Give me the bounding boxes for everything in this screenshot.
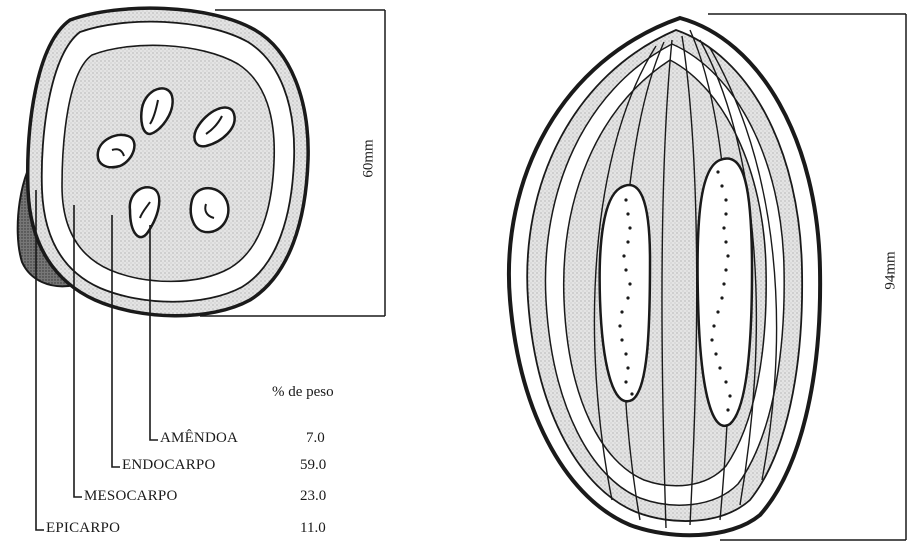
long-kernel-left — [600, 185, 650, 401]
value-endocarpo: 59.0 — [300, 457, 326, 474]
label-endocarpo: ENDOCARPO — [122, 457, 215, 474]
kernel — [191, 188, 229, 232]
cross-section — [18, 8, 385, 530]
value-epicarpo: 11.0 — [300, 520, 326, 537]
longitudinal-section — [509, 14, 906, 540]
label-epicarpo: EPICARPO — [46, 520, 120, 537]
weight-header: % de peso — [272, 384, 334, 401]
value-amendoa: 7.0 — [306, 430, 325, 447]
dimension-label-94mm: 94mm — [883, 251, 900, 289]
label-mesocarpo: MESOCARPO — [84, 488, 178, 505]
label-amendoa: AMÊNDOA — [160, 430, 238, 447]
value-mesocarpo: 23.0 — [300, 488, 326, 505]
long-kernel-right — [698, 158, 752, 425]
endocarp — [62, 45, 274, 281]
dimension-label-60mm: 60mm — [361, 139, 378, 177]
